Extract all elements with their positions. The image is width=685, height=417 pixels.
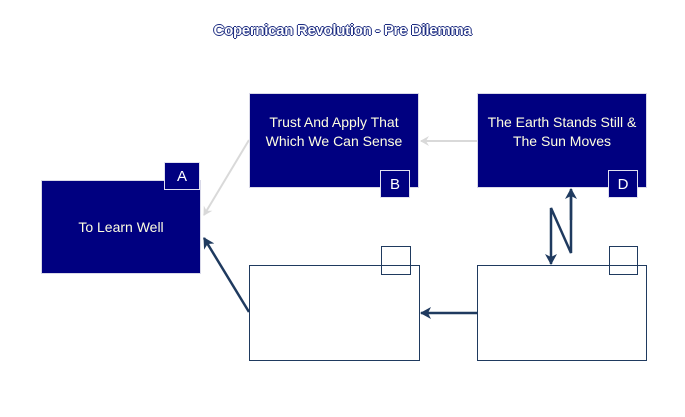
edge-conflict-d-e — [545, 190, 573, 265]
node-a-badge: A — [164, 162, 200, 190]
node-a[interactable]: To Learn Well — [41, 180, 201, 274]
edge-b-to-a — [203, 139, 250, 216]
node-d-badge: D — [608, 170, 638, 198]
node-e[interactable] — [477, 265, 647, 361]
node-b-label: Trust And Apply That Which We Can Sense — [265, 113, 403, 149]
node-b[interactable]: Trust And Apply That Which We Can Sense — [249, 93, 419, 188]
node-c[interactable] — [249, 265, 420, 361]
node-c-badge — [381, 246, 411, 275]
node-b-badge: B — [380, 170, 410, 198]
node-a-label: To Learn Well — [78, 218, 164, 235]
node-d-label: The Earth Stands Still & The Sun Moves — [487, 113, 637, 149]
node-e-badge — [609, 246, 638, 275]
diagram-title: Copernican Revolution - Pre Dilemma — [213, 22, 472, 39]
edge-c-to-a — [202, 237, 251, 313]
